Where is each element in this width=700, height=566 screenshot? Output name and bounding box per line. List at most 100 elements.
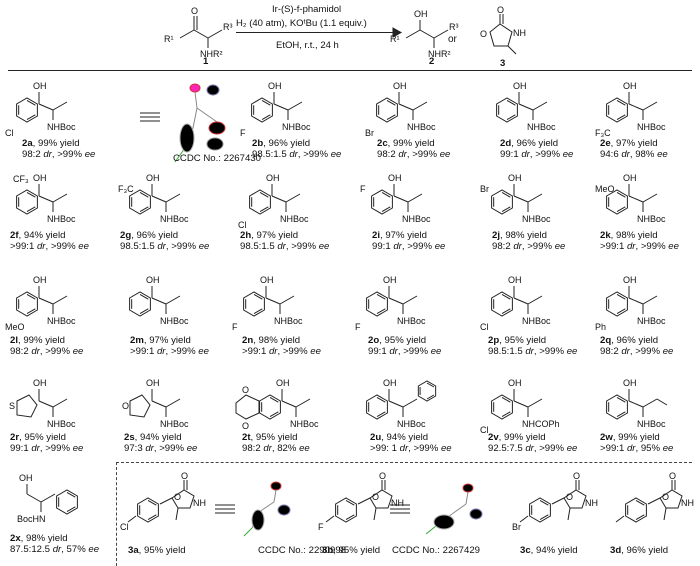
ee-value: , >99% — [39, 346, 73, 357]
ccdc-3b: CCDC No.: 2267429 — [392, 545, 480, 556]
svg-text:OH: OH — [623, 81, 637, 91]
ee-label: ee — [554, 241, 566, 252]
dr-value: 98:2 — [492, 241, 514, 252]
dr-label: dr — [621, 346, 630, 357]
svg-text:NHBoc: NHBoc — [402, 214, 431, 224]
svg-text:O: O — [662, 492, 669, 502]
caption-2n-selectivity: >99:1 dr, >99% ee — [242, 346, 321, 357]
svg-text:OH: OH — [623, 173, 637, 183]
ee-label: ee — [310, 346, 321, 357]
compound-id: 2c — [377, 138, 388, 149]
svg-text:F₃C: F₃C — [595, 128, 611, 138]
structure-2w: OH NHBoc — [606, 378, 668, 429]
ee-label: ee — [330, 149, 342, 160]
compound-id: 2r — [10, 432, 20, 443]
dr-label: dr — [398, 149, 407, 160]
dr-label: dr — [525, 443, 534, 454]
svg-text:R³: R³ — [449, 22, 459, 32]
svg-text:Cl: Cl — [5, 128, 14, 138]
equivalence-sign-3a — [215, 504, 235, 514]
caption-2o-selectivity: 99:1 dr, >99% ee — [368, 346, 441, 357]
svg-text:OH: OH — [276, 378, 290, 388]
compound-id: 2d — [500, 138, 512, 149]
svg-text:O: O — [242, 421, 249, 431]
svg-text:OH: OH — [146, 378, 160, 388]
ee-value: , >99% — [285, 241, 319, 252]
compound-id: 3c — [520, 545, 531, 556]
svg-text:Br: Br — [480, 184, 489, 194]
caption-2v-yield: 2v, 99% yield — [488, 432, 577, 443]
svg-text:R¹: R¹ — [164, 34, 174, 44]
svg-text:OH: OH — [33, 81, 47, 91]
caption-2b-yield: 2b, 96% yield — [252, 138, 341, 149]
yield-value: , 99% yield — [387, 138, 435, 149]
caption-2u: 2u, 94% yield>99: 1 dr, >99% ee — [370, 432, 452, 454]
yield-value: , 98% yield — [610, 230, 658, 241]
ee-value: , 82% — [271, 443, 300, 454]
svg-text:R³: R³ — [223, 22, 233, 32]
compound-id: 2v — [488, 432, 499, 443]
ee-label: ee — [566, 346, 578, 357]
svg-text:OH: OH — [266, 173, 280, 183]
svg-text:OH: OH — [623, 378, 637, 388]
compound-id: 2e — [600, 138, 611, 149]
caption-2q-selectivity: 98:2 dr, >99% ee — [600, 346, 673, 357]
caption-2g-selectivity: 98.5:1.5 dr, >99% ee — [120, 241, 209, 252]
yield-value: , 95% yield — [333, 545, 381, 556]
dr-label: dr — [31, 443, 40, 454]
ee-label: ee — [72, 346, 84, 357]
dr-value: 99:1 — [368, 346, 390, 357]
yield-value: , 96% yield — [131, 230, 179, 241]
product-3-number: 3 — [500, 58, 506, 69]
dr-label: dr — [389, 346, 398, 357]
dr-label: dr — [626, 443, 636, 454]
dr-value: 99:1 — [372, 241, 394, 252]
ee-value: , >99% — [39, 443, 73, 454]
svg-text:NH: NH — [585, 498, 598, 508]
ee-value: , >99% — [529, 149, 563, 160]
caption-2d-yield: 2d, 96% yield — [500, 138, 573, 149]
yield-value: , 97% yield — [380, 230, 427, 241]
svg-text:NHR²: NHR² — [200, 49, 223, 59]
svg-text:NHBoc: NHBoc — [282, 122, 311, 132]
ee-label: ee — [434, 241, 446, 252]
ee-value: , >99% — [629, 346, 663, 357]
svg-text:NHBoc: NHBoc — [407, 122, 436, 132]
caption-2b-selectivity: 98.5:1.5 dr, >99% ee — [252, 149, 341, 160]
ccdc-3a: CCDC No.: 2290998 — [258, 545, 346, 556]
svg-text:CF₃: CF₃ — [13, 174, 29, 184]
caption-2g-yield: 2g, 96% yield — [120, 230, 209, 241]
ee-value: , >99% — [45, 241, 79, 252]
dr-value: 98.5:1.5 — [488, 346, 526, 357]
yield-value: , 95% yield — [499, 335, 547, 346]
yield-value: , 96% yield — [611, 335, 659, 346]
svg-text:OH: OH — [146, 275, 160, 285]
yield-value: , 98% yield — [500, 230, 547, 241]
svg-text:NHBoc: NHBoc — [637, 419, 666, 429]
svg-text:OH: OH — [388, 173, 402, 183]
caption-2o-yield: 2o, 95% yield — [368, 335, 441, 346]
caption-3b: 3b, 95% yield — [322, 545, 380, 556]
yield-value: , 99% yield — [498, 432, 546, 443]
yield-value: , 98% yield — [253, 335, 301, 346]
product-2-structure: OH R¹ R³ NHR² — [390, 9, 459, 59]
compound-id: 2j — [492, 230, 501, 241]
dr-value: 94:6 — [600, 149, 622, 160]
svg-text:OH: OH — [513, 81, 527, 91]
compound-id: 2n — [242, 335, 254, 346]
caption-2s-yield: 2s, 94% yield — [124, 432, 197, 443]
ee-value: , >99% — [408, 443, 441, 454]
